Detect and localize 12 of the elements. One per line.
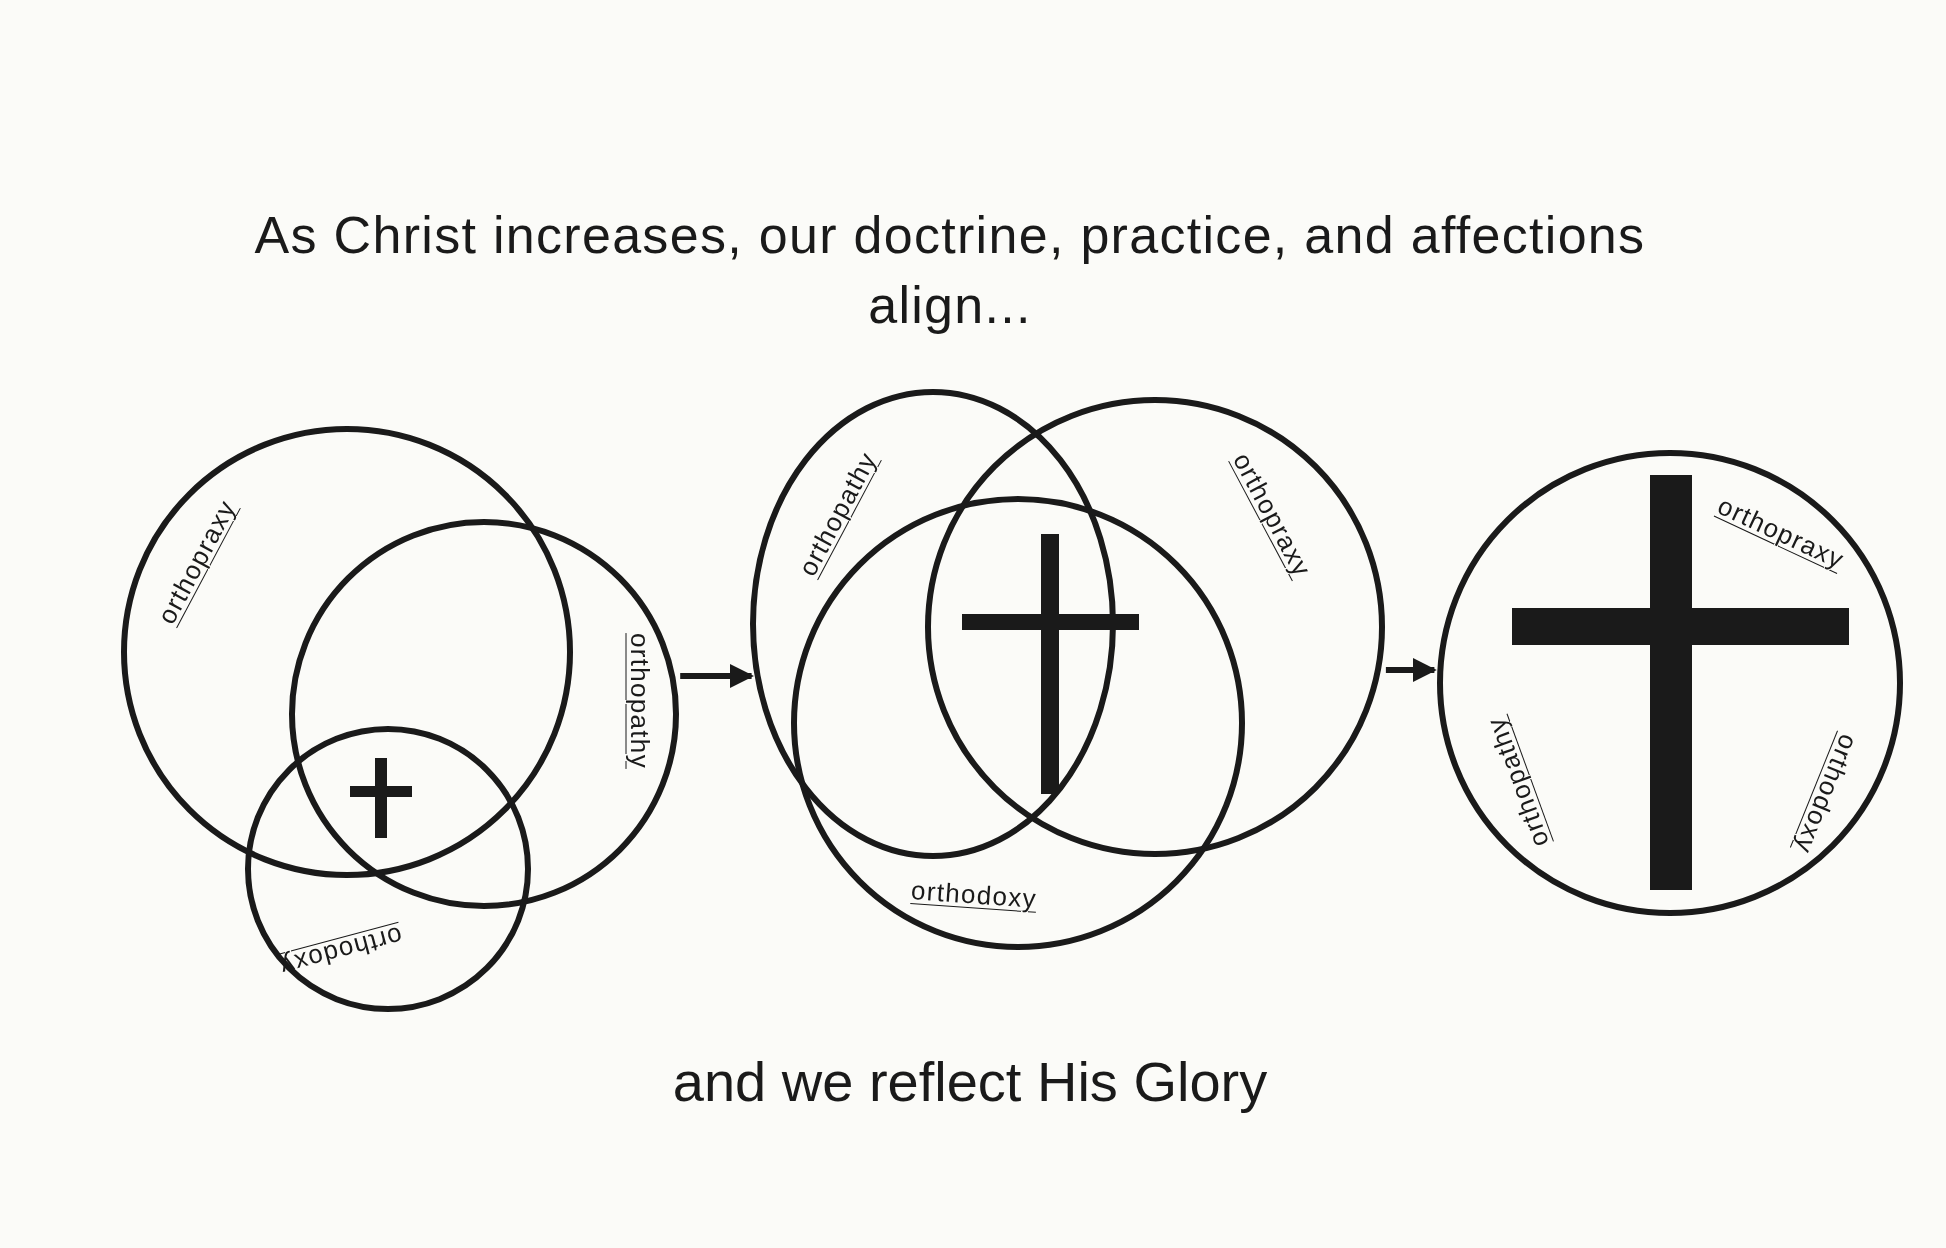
circle (925, 397, 1385, 857)
arrow (680, 664, 754, 688)
title: As Christ increases, our doctrine, practice, and affections align... (253, 205, 1647, 336)
circle-label: orthopathy (623, 633, 656, 769)
circle (289, 519, 679, 909)
circle (245, 726, 531, 1012)
circle (750, 389, 1116, 859)
arrow (1385, 658, 1437, 682)
caption: and we reflect His Glory (671, 1049, 1269, 1115)
circle-label: orthodoxy (909, 874, 1039, 916)
circle (121, 426, 573, 878)
circle (1437, 450, 1903, 916)
